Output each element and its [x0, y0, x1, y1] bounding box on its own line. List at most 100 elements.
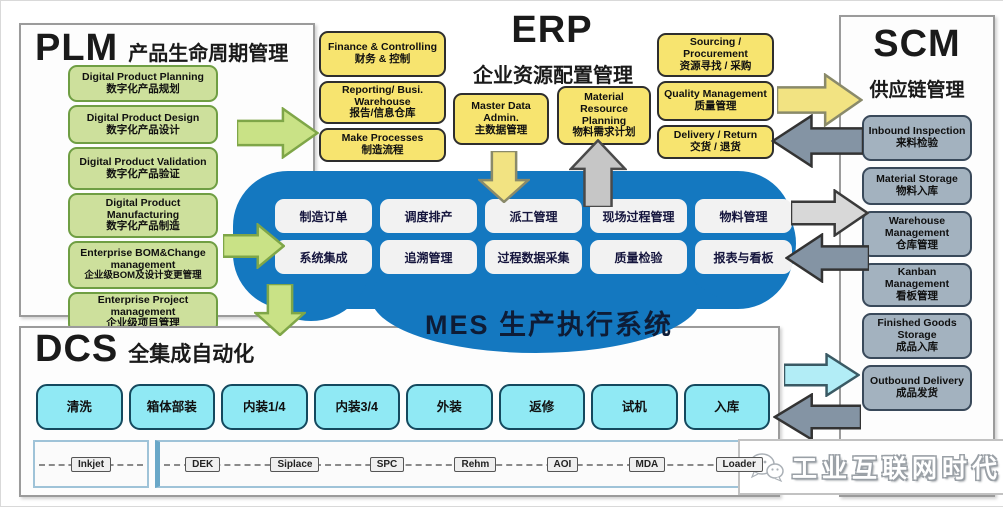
scm-box-finished-goods-zh: 成品入库 [896, 340, 938, 353]
scm-box-material-storage-zh: 物料入库 [896, 185, 938, 197]
scm-box-outbound-delivery: Outbound Delivery 成品发货 [862, 365, 972, 411]
plm-to-dcs-arrow-icon [254, 284, 306, 336]
scm-box-kanban-management-en: Kanban Management [884, 266, 950, 291]
plm-to-mes-arrow-icon [223, 223, 285, 269]
erp-box-make-processes-zh: 制造流程 [361, 144, 404, 156]
watermark-text: 工业互联网时代 [792, 455, 1003, 483]
erp-box-mrp: Material Resource Planning 物料需求计划 [557, 86, 651, 145]
plm-box-planning-zh: 数字化产品规划 [106, 82, 180, 95]
plm-box-validation-en: Digital Product Validation [79, 155, 207, 168]
erp-title: ERP [511, 9, 593, 51]
plm-box-validation-zh: 数字化产品验证 [106, 167, 180, 180]
watermark-panel: 工业互联网时代 [738, 439, 1003, 495]
inkjet-line-strip: Inkjet [33, 440, 149, 488]
erp-box-reporting-en: Reporting/ Busi. Warehouse [341, 83, 424, 108]
erp-box-delivery-zh: 交货 / 退货 [690, 141, 741, 153]
erp-box-finance: Finance & Controlling 财务 & 控制 [319, 31, 446, 77]
scm-box-warehouse-management: Warehouse Management 仓库管理 [862, 211, 972, 257]
dcs-subtitle: 全集成自动化 [128, 343, 255, 366]
equipment-spc: SPC [369, 456, 405, 472]
mes-box-system-integration: 系统集成 [275, 240, 372, 274]
erp-subtitle: 企业资源配置管理 [473, 65, 633, 87]
equipment-mda: MDA [628, 456, 666, 472]
dcs-station-cabinet-assembly: 箱体部装 [128, 384, 215, 430]
plm-box-design: Digital Product Design 数字化产品设计 [68, 105, 218, 144]
equipment-dek: DEK [185, 456, 221, 472]
equipment-rehm: Rehm [454, 456, 497, 472]
erp-box-reporting: Reporting/ Busi. Warehouse 报告/信息仓库 [319, 81, 446, 124]
scm-box-finished-goods-en: Finished Goods Storage [877, 317, 957, 342]
scm-box-outbound-delivery-en: Outbound Delivery [870, 375, 964, 388]
scm-box-finished-goods: Finished Goods Storage 成品入库 [862, 313, 972, 359]
plm-box-planning-en: Digital Product Planning [82, 70, 204, 83]
mes-box-process-data-collection: 过程数据采集 [485, 240, 582, 274]
erp-box-mrp-zh: 物料需求计划 [572, 126, 636, 139]
scm-to-dcs-arrow-icon [773, 393, 861, 441]
plm-box-design-zh: 数字化产品设计 [106, 123, 180, 136]
dcs-panel: DCS 全集成自动化 清洗 箱体部装 内装1/4 内装3/4 外装 返修 试机 … [19, 326, 790, 497]
dcs-title: DCS [35, 328, 119, 370]
scm-box-inbound-inspection: Inbound Inspection 来料检验 [862, 115, 972, 161]
mes-box-traceability: 追溯管理 [380, 240, 477, 274]
dcs-station-test-run: 试机 [591, 384, 678, 430]
mes-box-scheduling: 调度排产 [380, 199, 477, 233]
scm-box-outbound-delivery-zh: 成品发货 [896, 387, 938, 399]
equipment-aoi: AOI [546, 456, 579, 472]
mes-box-reports-kanban: 报表与看板 [695, 240, 792, 274]
plm-box-manufacturing: Digital Product Manufacturing 数字化产品制造 [68, 193, 218, 238]
scm-to-erp-arrow-icon [771, 114, 863, 168]
mes-box-material-management: 物料管理 [695, 199, 792, 233]
scm-box-kanban-management: Kanban Management 看板管理 [862, 263, 972, 307]
erp-box-delivery: Delivery / Return 交货 / 退货 [657, 125, 774, 159]
plm-box-planning: Digital Product Planning 数字化产品规划 [68, 65, 218, 102]
erp-box-quality-zh: 质量管理 [694, 100, 737, 112]
scm-box-warehouse-management-en: Warehouse Management [884, 215, 950, 240]
erp-box-make-processes-en: Make Processes [341, 132, 424, 145]
plm-box-bom-change: Enterprise BOM&Change management 企业级BOM及… [68, 241, 218, 289]
scm-to-mes-arrow-icon [785, 233, 869, 283]
dcs-station-interior-1-4: 内装1/4 [221, 384, 308, 430]
dcs-to-scm-arrow-icon [784, 353, 860, 397]
erp-box-master-data-en: Master Data Admin. [471, 100, 531, 125]
erp-box-reporting-zh: 报告/信息仓库 [349, 107, 416, 120]
erp-box-mrp-en: Material Resource Planning [580, 91, 628, 127]
dcs-station-warehousing: 入库 [683, 384, 770, 430]
mes-box-dispatching: 派工管理 [485, 199, 582, 233]
plm-box-bom-change-zh: 企业级BOM及设计变更管理 [84, 270, 202, 282]
erp-box-master-data-zh: 主数据管理 [474, 123, 528, 136]
dcs-station-exterior: 外装 [406, 384, 493, 430]
equipment-siplace: Siplace [270, 456, 320, 472]
scm-title: SCM [873, 23, 961, 65]
plm-box-validation: Digital Product Validation 数字化产品验证 [68, 147, 218, 190]
scm-box-inbound-inspection-en: Inbound Inspection [868, 125, 966, 138]
plm-title: PLM [35, 27, 119, 69]
erp-to-scm-arrow-icon [777, 73, 863, 127]
dcs-station-rework: 返修 [498, 384, 585, 430]
mes-to-scm-arrow-icon [791, 189, 869, 237]
mes-box-manufacturing-orders: 制造订单 [275, 199, 372, 233]
erp-box-quality: Quality Management 质量管理 [657, 81, 774, 121]
erp-box-finance-en: Finance & Controlling [327, 41, 438, 54]
erp-box-master-data: Master Data Admin. 主数据管理 [453, 93, 549, 145]
plm-panel: PLM 产品生命周期管理 Digital Product Planning 数字… [19, 23, 315, 333]
erp-box-sourcing: Sourcing / Procurement 资源寻找 / 采购 [657, 33, 774, 77]
plm-box-bom-change-en: Enterprise BOM&Change management [80, 246, 206, 271]
smt-line-strip: DEK Siplace SPC Rehm AOI MDA Loader [155, 440, 790, 488]
equipment-inkjet: Inkjet [70, 456, 112, 472]
scm-box-material-storage-en: Material Storage [876, 173, 958, 186]
erp-to-mes-arrow-icon [478, 151, 530, 203]
erp-box-quality-en: Quality Management [664, 88, 767, 101]
dcs-station-interior-3-4: 内装3/4 [313, 384, 400, 430]
scm-box-material-storage: Material Storage 物料入库 [862, 167, 972, 205]
scm-panel: SCM 供应链管理 Inbound Inspection 来料检验 Materi… [839, 15, 995, 497]
dcs-station-cleaning: 清洗 [36, 384, 123, 430]
mes-to-erp-arrow-icon [569, 139, 627, 207]
scm-subtitle: 供应链管理 [869, 80, 965, 101]
plm-to-erp-arrow-icon [237, 107, 319, 159]
erp-box-sourcing-en: Sourcing / Procurement [683, 36, 748, 61]
plm-box-manufacturing-zh: 数字化产品制造 [106, 220, 180, 233]
plm-subtitle: 产品生命周期管理 [128, 43, 289, 65]
erp-box-finance-zh: 财务 & 控制 [354, 53, 411, 65]
mes-title: MES 生产执行系统 [425, 310, 674, 340]
